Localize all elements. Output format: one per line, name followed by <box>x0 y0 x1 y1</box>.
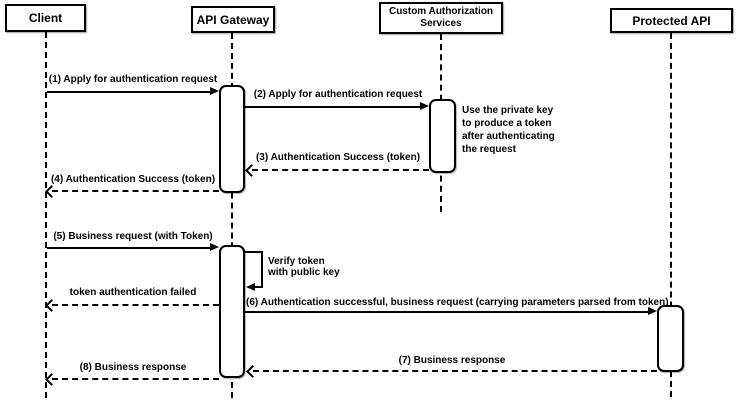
message-4-label: (4) Authentication Success (token) <box>50 174 216 185</box>
message-1-label: (1) Apply for authentication request <box>48 74 218 85</box>
activation-custom-authorization-services <box>429 99 456 173</box>
participant-protected-api: Protected API <box>610 8 733 33</box>
participant-protected-api-label: Protected API <box>632 13 711 28</box>
self-message-arrowhead-icon <box>246 283 255 291</box>
participant-client-label: Client <box>28 11 63 25</box>
activation-api-gateway-2 <box>219 245 245 378</box>
participant-api-gateway: API Gateway <box>191 6 275 33</box>
message-6-arrowhead-icon <box>648 307 657 315</box>
participant-api-gateway-label: API Gateway <box>196 12 270 27</box>
participant-custom-authorization-services: Custom Authorization Services <box>379 2 503 34</box>
message-2-line <box>245 106 420 108</box>
message-8-label: (8) Business response <box>79 362 187 373</box>
message-5-line <box>47 247 210 249</box>
message-7-label: (7) Business response <box>398 355 506 366</box>
lifeline-protected-api <box>670 33 672 397</box>
message-7-line <box>253 370 657 372</box>
self-message-out-line <box>245 251 263 253</box>
self-message-down-line <box>261 251 263 288</box>
message-3-line <box>252 169 429 171</box>
message-5-label: (5) Business request (with Token) <box>53 231 213 242</box>
message-1-line <box>47 91 210 93</box>
message-4-line <box>52 190 219 192</box>
message-6-line <box>245 311 648 313</box>
message-4-arrowhead-icon <box>45 185 58 198</box>
lifeline-api-gateway <box>231 33 233 398</box>
activation-protected-api <box>657 305 684 372</box>
message-1-arrowhead-icon <box>210 87 219 95</box>
message-5-arrowhead-icon <box>210 243 219 251</box>
self-message-return-line <box>255 286 263 288</box>
participant-client: Client <box>5 4 86 32</box>
message-7-arrowhead-icon <box>246 365 259 378</box>
message-3-label: (3) Authentication Success (token) <box>255 152 421 163</box>
message-6-label: (6) Authentication successful, business … <box>246 297 669 308</box>
lifeline-client <box>45 32 47 398</box>
message-2-arrowhead-icon <box>420 102 429 110</box>
message-fail-label: token authentication failed <box>69 287 197 298</box>
message-8-arrowhead-icon <box>45 373 58 386</box>
message-fail-line <box>52 304 219 306</box>
activation-api-gateway-1 <box>219 85 245 193</box>
message-8-line <box>52 378 219 380</box>
message-2-label: (2) Apply for authentication request <box>253 89 423 100</box>
participant-custom-authorization-services-label: Custom Authorization Services <box>388 6 494 29</box>
note-private-key: Use the private key to produce a token a… <box>462 105 555 155</box>
self-message-label: Verify token with public key <box>268 256 340 278</box>
message-fail-arrowhead-icon <box>45 299 58 312</box>
message-3-arrowhead-icon <box>245 164 258 177</box>
